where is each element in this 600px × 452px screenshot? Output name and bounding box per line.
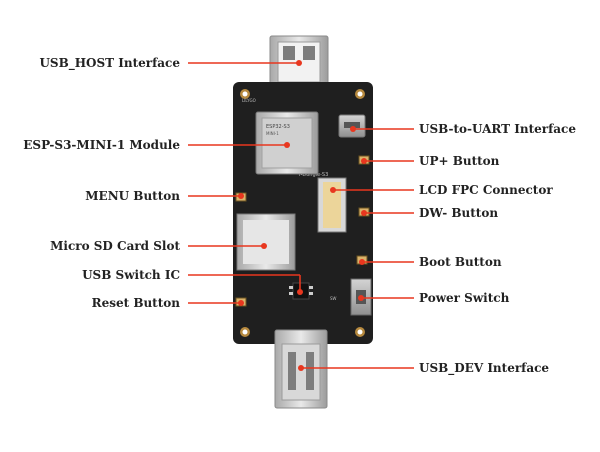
label-esp-module: ESP-S3-MINI-1 Module	[23, 138, 180, 152]
label-boot-button: Boot Button	[419, 255, 502, 269]
label-usb-dev: USB_DEV Interface	[419, 361, 550, 375]
label-usb-switch: USB Switch IC	[82, 268, 180, 282]
label-usb-uart: USB-to-UART Interface	[419, 122, 576, 136]
leader-lines	[188, 62, 414, 369]
label-micro-sd: Micro SD Card Slot	[50, 239, 180, 253]
svg-text:SW: SW	[330, 296, 337, 301]
svg-text:MINI-1: MINI-1	[266, 131, 279, 136]
usb-dev-connector	[274, 329, 328, 409]
label-reset-button: Reset Button	[91, 296, 180, 310]
svg-text:LILYGO: LILYGO	[242, 98, 256, 103]
usb-uart-connector	[338, 114, 366, 138]
label-lcd-fpc: LCD FPC Connector	[419, 183, 553, 197]
label-usb-host: USB_HOST Interface	[39, 56, 180, 70]
svg-text:ESP32-S3: ESP32-S3	[266, 124, 290, 130]
label-power-switch: Power Switch	[419, 291, 510, 305]
micro-sd-slot	[236, 213, 296, 271]
label-dw-button: DW- Button	[419, 206, 499, 220]
svg-text:T-Dongle-S3: T-Dongle-S3	[297, 172, 328, 178]
label-up-button: UP+ Button	[419, 154, 500, 168]
lcd-fpc-connector	[317, 177, 347, 233]
leader-dots	[238, 60, 367, 371]
label-menu-button: MENU Button	[85, 189, 180, 203]
